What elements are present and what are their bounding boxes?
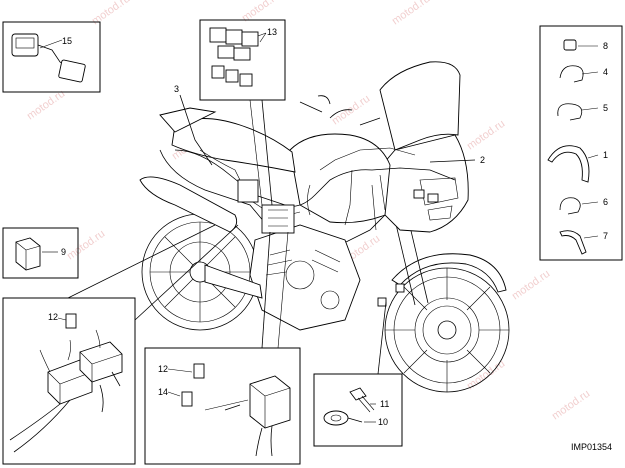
- relay-socket: [239, 73, 253, 87]
- callout-box-12-14: 12 14: [144, 347, 301, 465]
- relay: [233, 47, 251, 61]
- label-13: 13: [267, 27, 277, 37]
- battery-area: [261, 204, 295, 234]
- label-15: 15: [62, 36, 72, 46]
- relay-cluster: [237, 179, 259, 203]
- relay: [217, 45, 235, 59]
- watermark: motod.ru: [390, 0, 432, 27]
- label-9: 9: [61, 247, 66, 257]
- leader-line: [134, 224, 239, 321]
- connector: [395, 283, 405, 293]
- label-7: 7: [603, 231, 608, 241]
- label-12-center: 12: [158, 364, 168, 374]
- cable-guide: [547, 145, 590, 183]
- fuel-tank: [289, 133, 391, 224]
- fuse: [181, 391, 193, 407]
- label-11: 11: [380, 399, 389, 409]
- cable-strap: [559, 230, 587, 255]
- watermark: motod.ru: [25, 88, 67, 123]
- watermark: motod.ru: [510, 268, 552, 303]
- handlebar: [299, 95, 381, 126]
- label-6: 6: [603, 197, 608, 207]
- front-fender: [391, 253, 507, 293]
- front-fairing: [377, 134, 469, 233]
- callout-2: 2: [429, 155, 485, 165]
- rear-wheel: [141, 213, 259, 331]
- callout-box-9: 9: [2, 227, 79, 279]
- front-wheel: [384, 267, 510, 393]
- watermark: motod.ru: [90, 0, 132, 27]
- label-3: 3: [174, 84, 179, 94]
- callout-box-12-left: 12: [2, 297, 136, 465]
- motorcycle-illustration: [139, 61, 510, 393]
- label-10: 10: [378, 417, 388, 427]
- relay: [241, 31, 259, 47]
- leader-line: [261, 99, 273, 206]
- connector: [377, 297, 387, 307]
- relay-unit: [79, 341, 123, 383]
- watermark: motod.ru: [65, 228, 107, 263]
- label-12-left: 12: [48, 312, 58, 322]
- relay-socket: [225, 69, 239, 83]
- leader-line: [277, 231, 289, 349]
- relay: [225, 29, 243, 45]
- label-8: 8: [603, 41, 608, 51]
- tail-rack: [159, 107, 217, 133]
- exhaust: [139, 176, 238, 233]
- label-14: 14: [158, 387, 168, 397]
- fuse: [65, 313, 77, 329]
- watermark: motod.ru: [240, 0, 282, 24]
- relay-socket: [211, 65, 225, 79]
- callout-3: 3: [174, 84, 213, 166]
- fuse-holder: [249, 375, 291, 429]
- callout-box-10-11: 11 10: [313, 373, 403, 447]
- label-1: 1: [603, 150, 608, 160]
- watermark: motod.ru: [550, 388, 592, 423]
- label-2: 2: [480, 155, 485, 165]
- callout-box-15: 15: [2, 21, 101, 93]
- connector: [427, 193, 439, 203]
- leader-line: [377, 301, 387, 375]
- cable-clamp: [559, 197, 581, 215]
- watermark: motod.ru: [465, 118, 507, 153]
- label-4: 4: [603, 67, 608, 77]
- callout-box-accessories: 8 4 5 1 6 7: [539, 25, 623, 261]
- screw: [349, 387, 367, 401]
- relay-wiring: [9, 371, 121, 453]
- fuse: [193, 363, 205, 379]
- cable-tie: [557, 103, 583, 121]
- relay: [209, 27, 227, 43]
- wiring-branch: [307, 169, 386, 231]
- clamp: [323, 410, 349, 426]
- windscreen: [379, 61, 461, 151]
- connector: [413, 189, 425, 199]
- leader-line: [261, 231, 271, 349]
- cable-clip: [563, 39, 577, 51]
- fuse-box-component: [15, 237, 41, 271]
- swingarm: [204, 264, 263, 299]
- leader-line: [67, 224, 216, 299]
- sensor-plate: [58, 59, 86, 83]
- drawing-code: IMP01354: [571, 442, 612, 452]
- leader-line: [249, 99, 263, 206]
- fuse-holder-wiring: [224, 404, 273, 457]
- label-5: 5: [603, 103, 608, 113]
- callout-box-13: 13: [199, 19, 286, 101]
- cable-tie: [559, 65, 584, 83]
